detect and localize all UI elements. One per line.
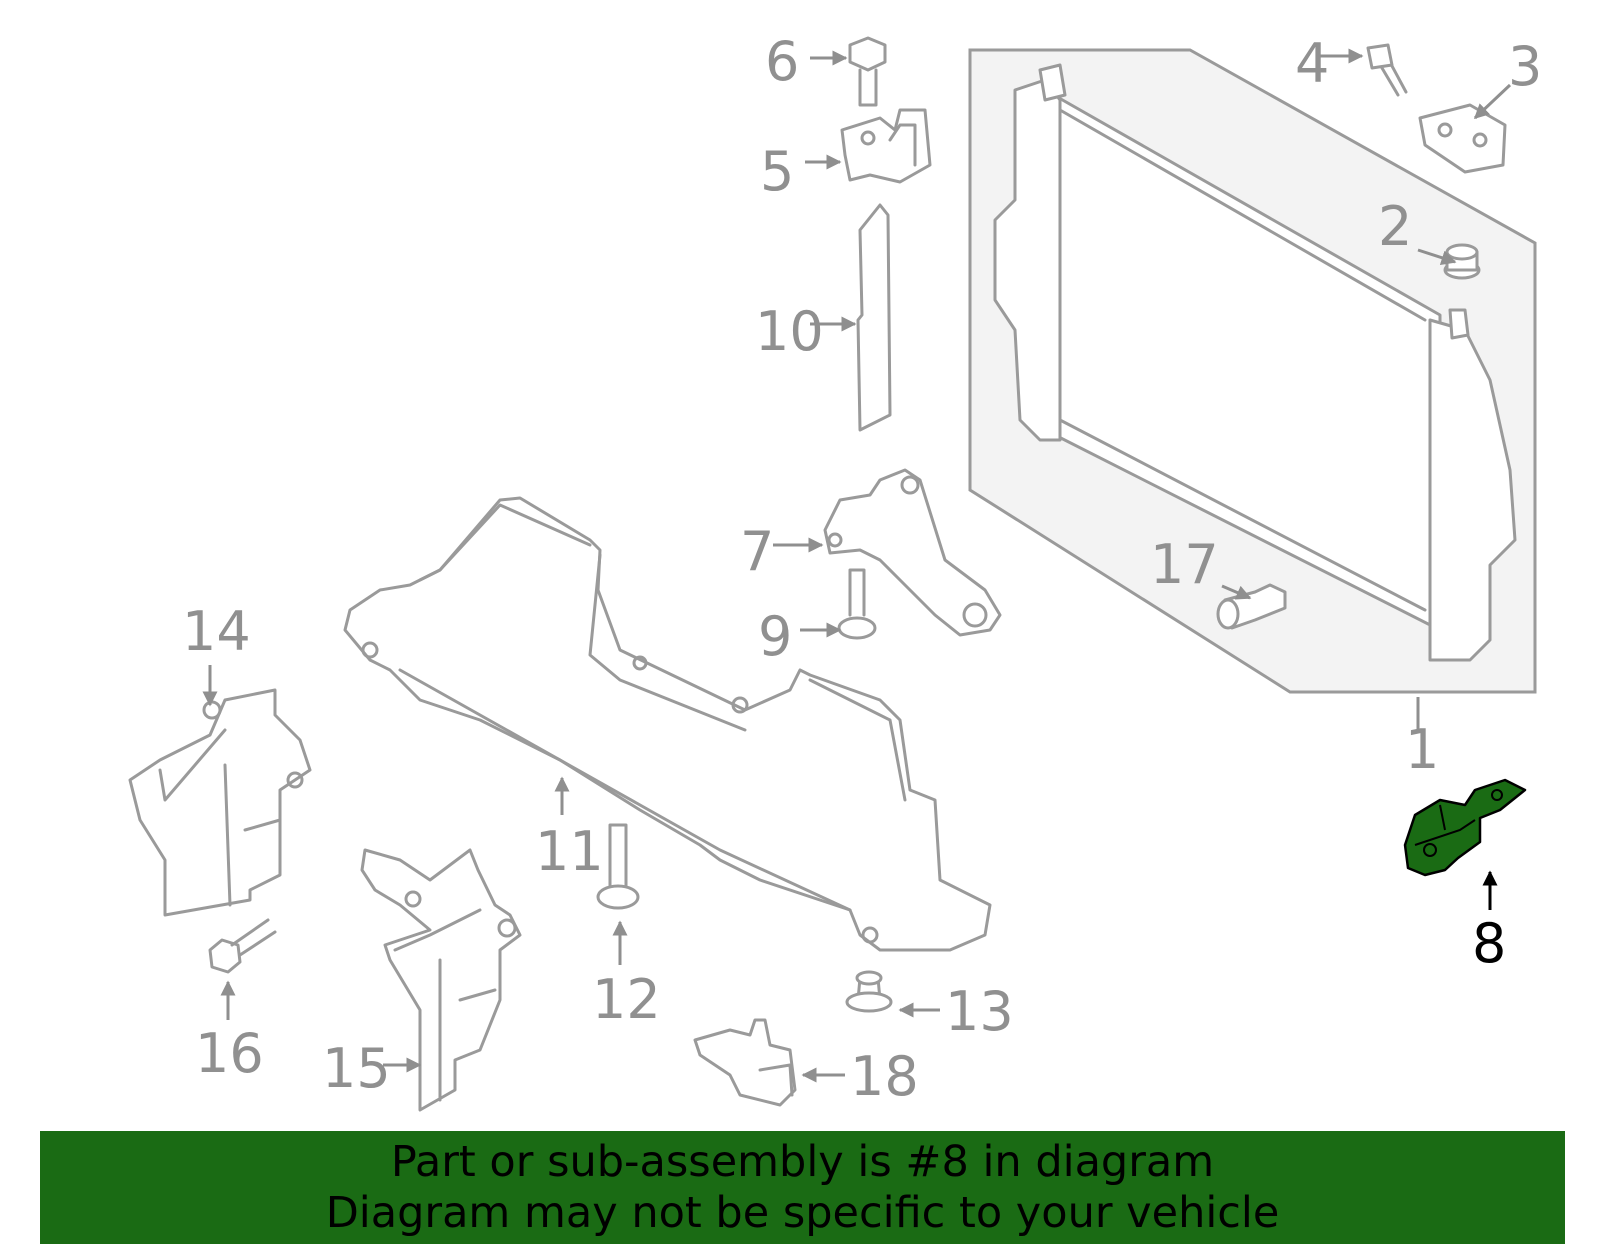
air-guide-14 bbox=[128, 688, 312, 917]
callout-1: 1 bbox=[1405, 718, 1439, 781]
callout-labels: 1 2 3 4 5 6 7 8 9 10 11 12 13 14 15 16 1… bbox=[182, 30, 1542, 1108]
bolt-9 bbox=[837, 568, 877, 640]
radiator-right-tank bbox=[1428, 318, 1517, 662]
callout-9: 9 bbox=[758, 605, 792, 668]
callout-5: 5 bbox=[760, 140, 794, 203]
callout-17: 17 bbox=[1150, 533, 1219, 596]
sensor-17 bbox=[1216, 583, 1287, 630]
bracket-8-highlighted bbox=[1403, 778, 1527, 877]
bolt-12 bbox=[596, 823, 640, 910]
banner-line-part: Part or sub-assembly is #8 in diagram bbox=[390, 1136, 1215, 1187]
callout-2: 2 bbox=[1378, 195, 1412, 258]
bolt-4 bbox=[1366, 43, 1408, 97]
callout-14: 14 bbox=[182, 600, 251, 663]
air-guide-15 bbox=[360, 848, 522, 1112]
bolt-6 bbox=[848, 36, 887, 107]
callout-6: 6 bbox=[765, 30, 799, 93]
callout-18: 18 bbox=[850, 1045, 919, 1108]
callout-10: 10 bbox=[755, 300, 824, 363]
callout-4: 4 bbox=[1295, 32, 1329, 95]
bracket-5 bbox=[840, 108, 932, 184]
leader-lines bbox=[202, 48, 1512, 1083]
bracket-7 bbox=[823, 468, 1002, 637]
callout-7: 7 bbox=[740, 520, 774, 583]
lower-support bbox=[343, 496, 992, 952]
radiator-assembly bbox=[968, 48, 1537, 694]
callout-15: 15 bbox=[322, 1037, 391, 1100]
callout-16: 16 bbox=[195, 1022, 264, 1085]
banner-line-disclaimer: Diagram may not be specific to your vehi… bbox=[325, 1187, 1280, 1238]
seal-10 bbox=[856, 203, 892, 432]
info-banner: Part or sub-assembly is #8 in diagram Di… bbox=[40, 1131, 1565, 1244]
callout-11: 11 bbox=[535, 820, 604, 883]
clip-13 bbox=[845, 970, 893, 1013]
callout-12: 12 bbox=[592, 968, 661, 1031]
sensor-18 bbox=[693, 1018, 797, 1107]
mount-insulator bbox=[1418, 103, 1507, 174]
bolt-16 bbox=[208, 918, 277, 974]
callout-3: 3 bbox=[1508, 35, 1542, 98]
callout-8: 8 bbox=[1472, 912, 1506, 975]
callout-13: 13 bbox=[945, 980, 1014, 1043]
